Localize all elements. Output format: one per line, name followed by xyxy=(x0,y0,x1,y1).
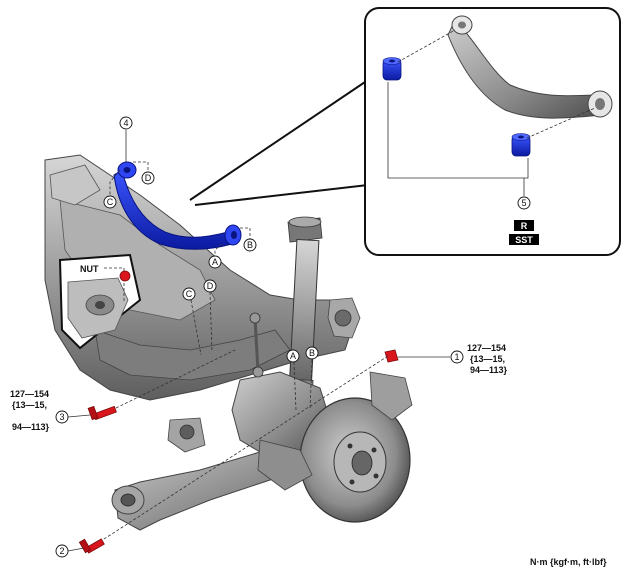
svg-text:A: A xyxy=(290,351,296,361)
letter-a-lower: A xyxy=(286,349,300,363)
nut-detail-inset: NUT xyxy=(58,253,142,350)
callout-5: 5 xyxy=(517,196,531,210)
units-note: N·m {kgf·m, ft·lbf} xyxy=(530,557,607,567)
letter-a-upper: A xyxy=(208,255,222,269)
svg-text:94—113}: 94—113} xyxy=(470,365,508,375)
svg-text:1: 1 xyxy=(454,352,459,362)
torque-spec-3: 127—154 {13—15, 94—113} xyxy=(10,389,50,432)
svg-text:B: B xyxy=(309,348,315,358)
letter-b-lower: B xyxy=(305,346,319,360)
svg-text:D: D xyxy=(145,173,152,183)
svg-text:4: 4 xyxy=(123,118,128,128)
bushing-icon xyxy=(511,133,531,157)
letter-d-lower: D xyxy=(203,279,217,293)
svg-text:C: C xyxy=(186,289,193,299)
part4-reference-lines xyxy=(109,161,313,411)
badge-sst-text: SST xyxy=(515,235,533,245)
callout-3: 3 xyxy=(55,410,69,424)
svg-text:{13—15,: {13—15, xyxy=(12,400,47,410)
badge-r xyxy=(514,220,534,231)
svg-text:3: 3 xyxy=(59,412,64,422)
letter-b-upper: B xyxy=(243,238,257,252)
callout-leaders xyxy=(67,130,450,552)
bolt-1 xyxy=(89,349,399,549)
letter-d-upper: D xyxy=(141,171,155,185)
bolt-3 xyxy=(87,349,236,421)
svg-text:C: C xyxy=(107,197,114,207)
svg-text:A: A xyxy=(212,257,218,267)
letter-c-lower: C xyxy=(182,287,196,301)
svg-text:94—113}: 94—113} xyxy=(12,422,50,432)
callout-2: 2 xyxy=(55,544,69,558)
svg-text:B: B xyxy=(247,240,253,250)
stabilizer-link xyxy=(249,312,264,378)
letter-c-upper: C xyxy=(103,195,117,209)
bushing-icon xyxy=(382,57,402,81)
svg-text:2: 2 xyxy=(59,546,64,556)
svg-text:{13—15,: {13—15, xyxy=(470,354,505,364)
bushing-inset: R SST xyxy=(189,7,621,256)
callout-1: 1 xyxy=(450,350,464,364)
callout-4: 4 xyxy=(119,116,133,130)
upper-arm-part-4 xyxy=(113,161,242,250)
knuckle-hub xyxy=(231,371,413,523)
svg-text:5: 5 xyxy=(521,198,526,208)
svg-text:127—154: 127—154 xyxy=(10,389,49,399)
badge-r-text: R xyxy=(521,221,528,231)
torque-spec-1: 127—154 {13—15, 94—113} xyxy=(467,343,508,375)
svg-text:D: D xyxy=(207,281,214,291)
svg-text:127—154: 127—154 xyxy=(467,343,506,353)
nut-icon xyxy=(119,270,131,282)
nut-label: NUT xyxy=(80,264,99,274)
badge-sst xyxy=(509,234,539,245)
bolt-2 xyxy=(78,538,105,554)
